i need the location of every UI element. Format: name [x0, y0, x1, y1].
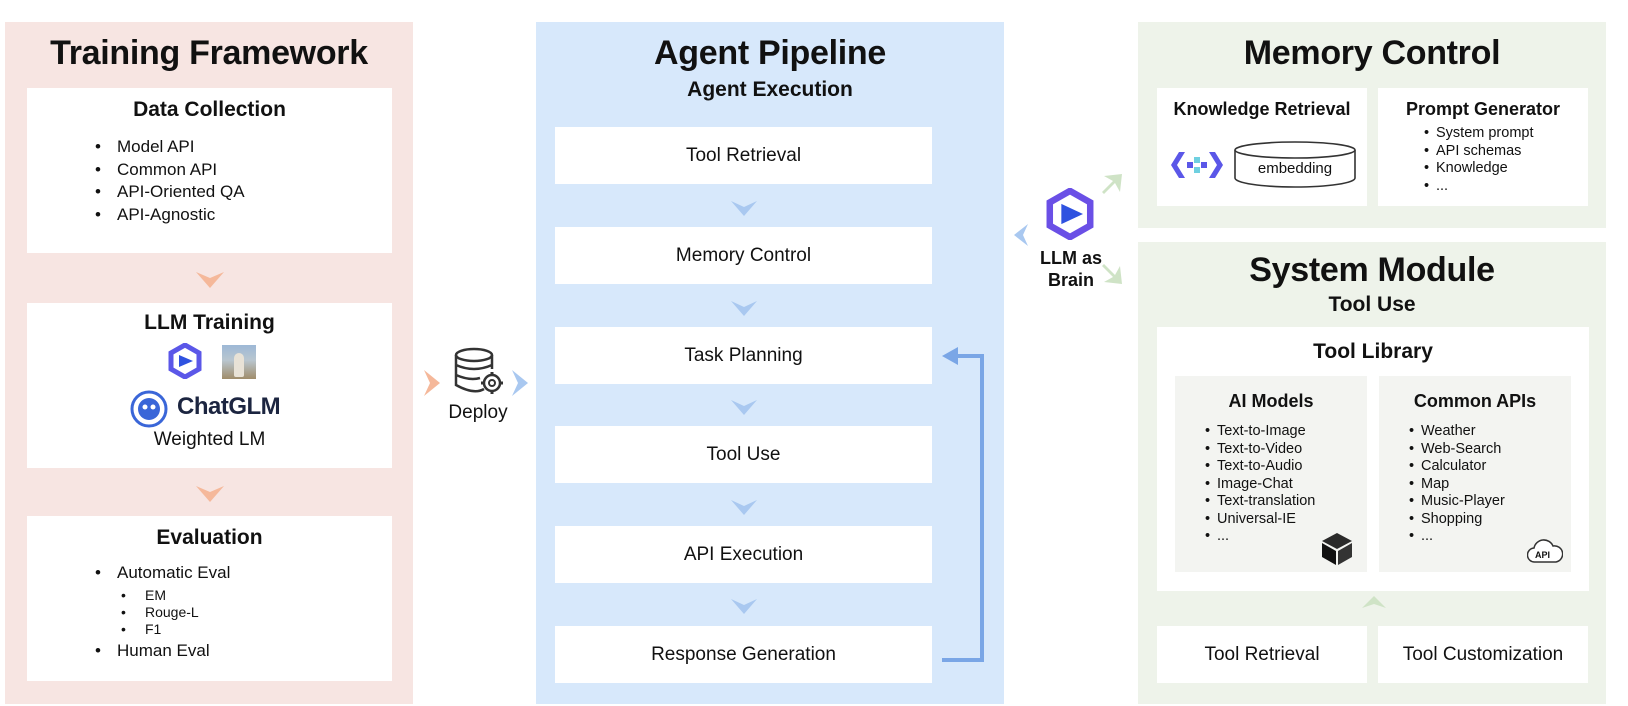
- right-arrow-icon: [512, 370, 528, 396]
- prompt-generator-title: Prompt Generator: [1405, 99, 1561, 119]
- metrics-list: EM Rouge-L F1: [115, 587, 392, 638]
- deploy-label: Deploy: [448, 402, 508, 423]
- system-module-title: System Module: [1249, 251, 1495, 289]
- api-badge-text: API: [1535, 550, 1551, 560]
- common-apis-box: Common APIs Weather Web-Search Calculato…: [1379, 376, 1571, 572]
- weighted-lm-caption: Weighted LM: [153, 429, 266, 450]
- vector-icon: [1171, 152, 1223, 178]
- list-item: API schemas: [1424, 143, 1588, 161]
- agent-pipeline-subtitle: Agent Execution: [687, 78, 853, 101]
- list-item: System prompt: [1424, 125, 1588, 143]
- tool-library-card: Tool Library AI Models Text-to-Image Tex…: [1157, 327, 1589, 591]
- pipeline-step-memory-control: Memory Control: [555, 227, 932, 284]
- data-collection-list: Model API Common API API-Oriented QA API…: [93, 136, 392, 226]
- cloud-api-icon: [1527, 539, 1563, 563]
- list-item: Knowledge: [1424, 160, 1588, 178]
- arrow-up-right-icon: [1102, 174, 1122, 194]
- list-item: Human Eval: [93, 640, 392, 663]
- ai-models-box: AI Models Text-to-Image Text-to-Video Te…: [1175, 376, 1367, 572]
- list-item: ...: [1205, 528, 1367, 546]
- ai-models-list: Text-to-Image Text-to-Video Text-to-Audi…: [1205, 423, 1367, 546]
- qwen-logo-icon: [168, 343, 202, 379]
- down-arrow-icon: [196, 486, 224, 502]
- down-arrow-icon: [731, 500, 757, 515]
- loop-back-arrow: [942, 347, 984, 662]
- pipeline-step-response-generation: Response Generation: [555, 626, 932, 683]
- evaluation-list: Automatic Eval: [93, 562, 392, 585]
- list-item: Model API: [93, 136, 392, 159]
- list-item: Automatic Eval: [93, 562, 392, 585]
- list-item: Universal-IE: [1205, 511, 1367, 529]
- list-item: Map: [1409, 476, 1571, 494]
- tool-library-title: Tool Library: [1313, 340, 1433, 363]
- agent-pipeline-title: Agent Pipeline: [654, 34, 886, 72]
- down-arrow-icon: [196, 272, 224, 288]
- database-gear-icon: [454, 347, 503, 394]
- down-arrow-icon: [731, 301, 757, 316]
- pipeline-step-tool-retrieval: Tool Retrieval: [555, 127, 932, 184]
- list-item: Text-to-Audio: [1205, 458, 1367, 476]
- list-item: API-Agnostic: [93, 204, 392, 227]
- list-item: Web-Search: [1409, 441, 1571, 459]
- list-item: ...: [1409, 528, 1571, 546]
- down-arrow-icon: [731, 201, 757, 216]
- evaluation-card: Evaluation Automatic Eval EM Rouge-L F1 …: [27, 516, 392, 681]
- prompt-generator-list: System prompt API schemas Knowledge ...: [1424, 125, 1588, 195]
- evaluation-list-2: Human Eval: [93, 640, 392, 663]
- llama-image: [222, 345, 256, 379]
- list-item: Image-Chat: [1205, 476, 1367, 494]
- training-framework-title: Training Framework: [50, 34, 368, 72]
- data-collection-card: Data Collection Model API Common API API…: [27, 88, 392, 253]
- llm-training-card: LLM Training ChatGLM Weighted LM: [27, 303, 392, 468]
- data-collection-title: Data Collection: [133, 98, 286, 121]
- database-icon: [1234, 141, 1356, 188]
- list-item: F1: [115, 621, 392, 638]
- prompt-generator-card: Prompt Generator System prompt API schem…: [1378, 88, 1588, 206]
- tool-retrieval-box: Tool Retrieval: [1157, 626, 1367, 683]
- list-item: Calculator: [1409, 458, 1571, 476]
- cube-icon: [1322, 533, 1352, 565]
- chatglm-logo-text: ChatGLM: [177, 393, 281, 420]
- up-arrow-icon: [1362, 596, 1386, 608]
- list-item: Common API: [93, 159, 392, 182]
- list-item: Text-to-Image: [1205, 423, 1367, 441]
- list-item: Weather: [1409, 423, 1571, 441]
- list-item: Rouge-L: [115, 604, 392, 621]
- brain-label-line1: LLM as: [1039, 248, 1102, 268]
- common-apis-title: Common APIs: [1413, 391, 1537, 411]
- knowledge-retrieval-card: Knowledge Retrieval embedding: [1157, 88, 1367, 206]
- memory-control-title: Memory Control: [1243, 34, 1501, 72]
- pipeline-step-task-planning: Task Planning: [555, 327, 932, 384]
- list-item: Text-to-Video: [1205, 441, 1367, 459]
- qwen-logo-icon: [1046, 188, 1094, 240]
- right-arrow-icon: [424, 370, 440, 396]
- common-apis-list: Weather Web-Search Calculator Map Music-…: [1409, 423, 1571, 546]
- knowledge-retrieval-title: Knowledge Retrieval: [1173, 99, 1351, 119]
- list-item: Text-translation: [1205, 493, 1367, 511]
- evaluation-title: Evaluation: [156, 526, 263, 549]
- list-item: EM: [115, 587, 392, 604]
- left-arrow-icon: [1014, 224, 1028, 246]
- system-module-subtitle: Tool Use: [1328, 293, 1416, 316]
- list-item: Shopping: [1409, 511, 1571, 529]
- down-arrow-icon: [731, 599, 757, 614]
- brain-label-line2: Brain: [1047, 270, 1094, 290]
- ai-models-title: AI Models: [1228, 391, 1314, 411]
- arrow-down-right-icon: [1102, 264, 1122, 284]
- tool-customization-box: Tool Customization: [1378, 626, 1588, 683]
- chatglm-logo-icon: [130, 390, 168, 428]
- list-item: API-Oriented QA: [93, 181, 392, 204]
- down-arrow-icon: [731, 400, 757, 415]
- list-item: Music-Player: [1409, 493, 1571, 511]
- llm-training-title: LLM Training: [144, 311, 275, 334]
- pipeline-step-api-execution: API Execution: [555, 526, 932, 583]
- pipeline-step-tool-use: Tool Use: [555, 426, 932, 483]
- embedding-label: embedding: [1257, 160, 1333, 177]
- list-item: ...: [1424, 178, 1588, 196]
